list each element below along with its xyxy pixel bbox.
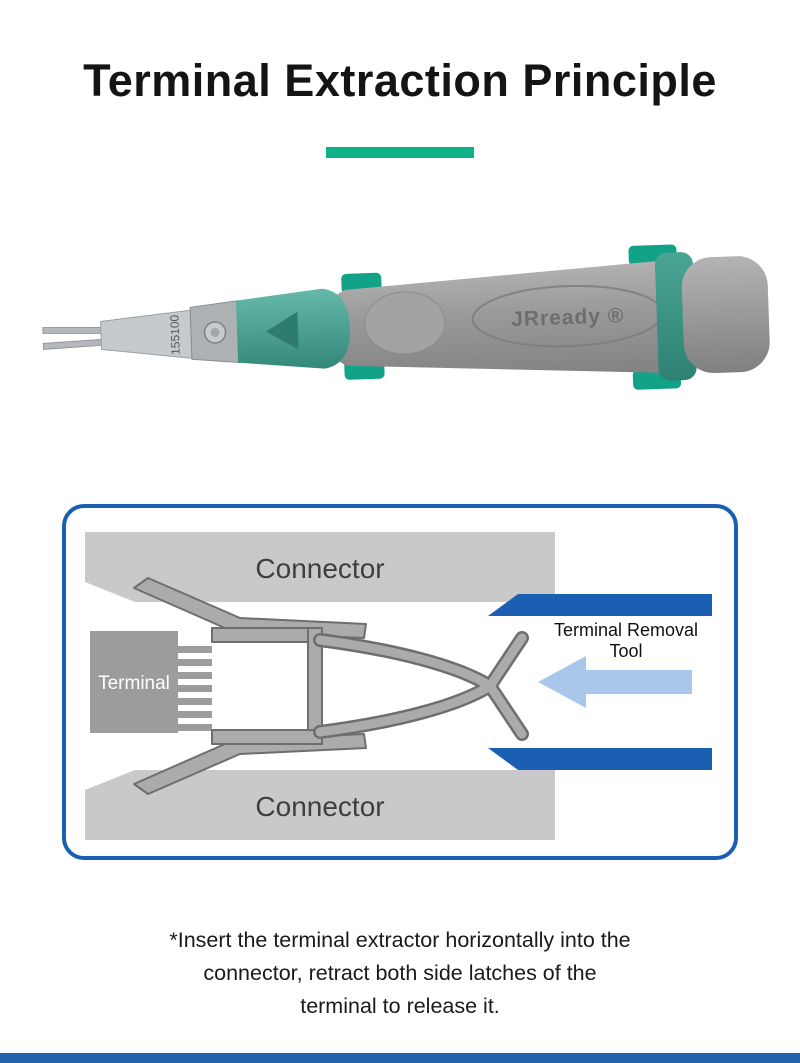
extractor-prong-bottom — [42, 339, 102, 350]
thumb-grip-recess — [364, 291, 446, 355]
instruction-note: *Insert the terminal extractor horizonta… — [0, 924, 800, 1023]
tool-label-line1: Terminal Removal — [554, 620, 698, 640]
terminal-teeth — [178, 646, 212, 731]
tool-blade-top — [488, 594, 712, 616]
extraction-diagram: Connector Connector Terminal — [85, 532, 712, 840]
instruction-note-line2: connector, retract both side latches of … — [203, 961, 597, 985]
brand-label: JRready ® — [511, 304, 625, 331]
bracket-screw-center — [210, 327, 220, 337]
tool-label-line2: Tool — [609, 641, 642, 661]
terminal-block — [90, 631, 178, 733]
terminal-latch-spring — [133, 577, 529, 795]
connector-top-block — [85, 532, 555, 602]
connector-bottom-label: Connector — [255, 791, 384, 822]
connector-bottom-block — [85, 770, 555, 840]
end-cap — [681, 256, 770, 374]
extraction-diagram-panel: Connector Connector Terminal — [62, 504, 738, 860]
tool-photo: JRready ® 155100 — [42, 244, 770, 390]
extractor-prong-top — [42, 327, 102, 334]
connector-top-label: Connector — [255, 553, 384, 584]
blade-part-number: 155100 — [167, 314, 182, 355]
title-accent-bar — [326, 147, 474, 158]
tool-blade-bottom — [488, 748, 712, 770]
removal-direction-arrow-icon — [538, 656, 692, 708]
terminal-label: Terminal — [98, 673, 170, 694]
bottom-edge-strip — [0, 1053, 800, 1063]
page-title: Terminal Extraction Principle — [83, 55, 717, 106]
collar-arrow-marker-icon — [266, 311, 299, 350]
instruction-note-line1: *Insert the terminal extractor horizonta… — [169, 928, 631, 952]
instruction-note-line3: terminal to release it. — [300, 994, 500, 1018]
